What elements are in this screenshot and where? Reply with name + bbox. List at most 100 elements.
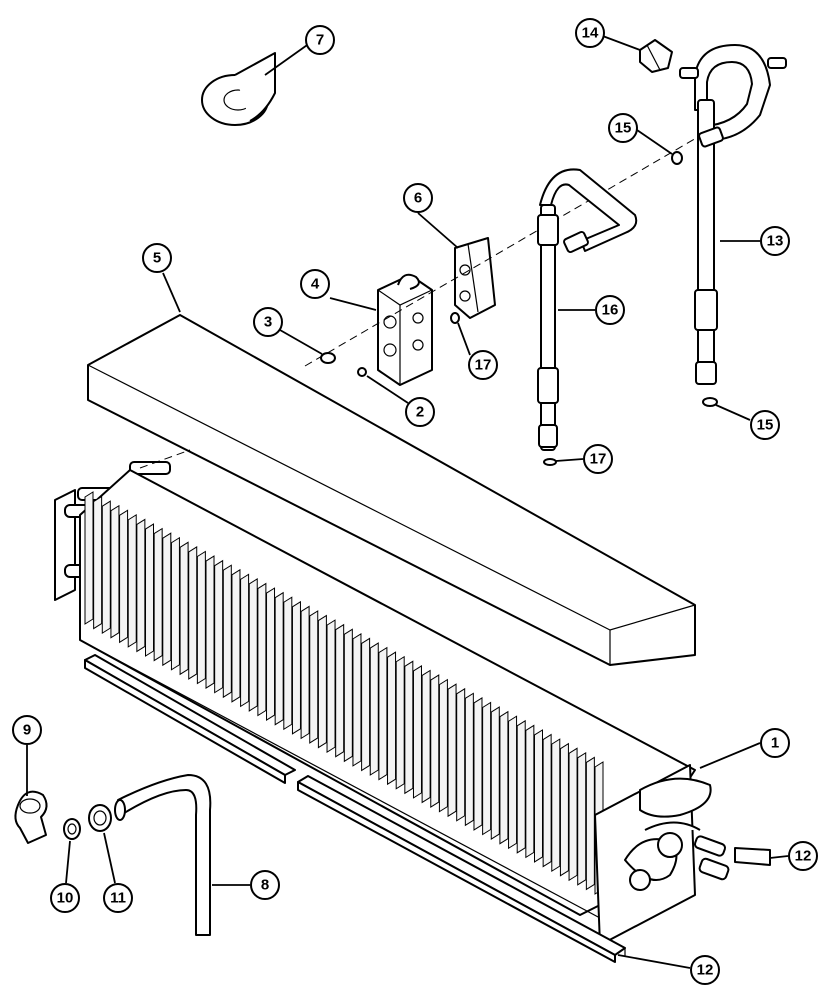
svg-text:13: 13 bbox=[767, 233, 784, 250]
coil-fin bbox=[585, 756, 595, 891]
svg-text:15: 15 bbox=[757, 417, 774, 434]
svg-text:11: 11 bbox=[110, 890, 126, 907]
coil-fin bbox=[490, 706, 500, 840]
leader-lines bbox=[26, 34, 789, 969]
callout-9: 9 bbox=[12, 715, 42, 745]
svg-text:12: 12 bbox=[795, 848, 812, 865]
coil-fin bbox=[93, 495, 103, 630]
callout-13: 13 bbox=[760, 226, 790, 256]
part-17-o-ring-lower bbox=[543, 458, 557, 466]
coil-fin bbox=[343, 628, 353, 763]
part-8-drain-hose bbox=[114, 774, 212, 936]
coil-fin bbox=[179, 541, 189, 676]
svg-text:4: 4 bbox=[311, 276, 320, 293]
coil-fin bbox=[84, 491, 94, 625]
callout-10: 10 bbox=[50, 883, 80, 913]
coil-fin bbox=[119, 509, 129, 644]
part-16-hose bbox=[537, 168, 638, 451]
callout-17-lower: 17 bbox=[583, 444, 613, 474]
coil-fin bbox=[248, 578, 258, 712]
coil-fin bbox=[387, 651, 397, 786]
callout-16: 16 bbox=[595, 295, 625, 325]
coil-fin bbox=[101, 500, 111, 635]
coil-fin bbox=[421, 669, 431, 804]
coil-fin bbox=[361, 637, 371, 772]
callout-4: 4 bbox=[300, 269, 330, 299]
svg-text:6: 6 bbox=[414, 190, 422, 207]
coil-fin bbox=[326, 619, 336, 754]
callout-8: 8 bbox=[250, 870, 280, 900]
part-11-nut bbox=[88, 804, 112, 832]
coil-fin bbox=[369, 642, 379, 776]
part-4-expansion-valve bbox=[377, 273, 433, 386]
callout-15-upper: 15 bbox=[608, 113, 638, 143]
coil-fin bbox=[404, 660, 414, 795]
coil-fin bbox=[240, 573, 250, 708]
callout-12-right: 12 bbox=[788, 841, 818, 871]
coil-fin bbox=[352, 632, 362, 767]
coil-fin bbox=[317, 614, 327, 749]
callout-3: 3 bbox=[253, 307, 283, 337]
coil-fin bbox=[110, 504, 120, 639]
part-12-angle-strip-left bbox=[84, 654, 296, 784]
coil-fin bbox=[335, 623, 345, 758]
callout-7: 7 bbox=[305, 25, 335, 55]
coil-fin bbox=[456, 687, 466, 822]
coil-fin bbox=[127, 513, 137, 648]
part-13-hose bbox=[679, 44, 787, 385]
coil-fins bbox=[84, 491, 604, 895]
coil-fin bbox=[447, 683, 457, 818]
callout-5: 5 bbox=[142, 243, 172, 273]
callout-1: 1 bbox=[760, 728, 790, 758]
part-14-fitting-cap bbox=[639, 39, 673, 73]
coil-fin bbox=[300, 605, 310, 740]
callout-14: 14 bbox=[575, 18, 605, 48]
part-7-tape-roll bbox=[201, 52, 276, 126]
coil-fin bbox=[508, 715, 518, 850]
coil-fin bbox=[274, 591, 284, 726]
coil-fin bbox=[577, 751, 587, 886]
coil-fin bbox=[283, 596, 293, 731]
coil-fin bbox=[266, 587, 276, 722]
callout-12-bottom: 12 bbox=[690, 955, 720, 985]
coil-fin bbox=[205, 555, 215, 689]
coil-fin bbox=[170, 536, 180, 671]
coil-fin bbox=[499, 710, 509, 845]
svg-text:7: 7 bbox=[316, 32, 324, 49]
coil-fin bbox=[257, 582, 267, 717]
svg-text:17: 17 bbox=[475, 357, 492, 374]
callout-17-upper: 17 bbox=[468, 350, 498, 380]
coil-fin bbox=[542, 733, 552, 868]
callout-6: 6 bbox=[403, 183, 433, 213]
callout-2: 2 bbox=[405, 397, 435, 427]
svg-text:3: 3 bbox=[264, 314, 272, 331]
coil-fin bbox=[516, 719, 526, 854]
coil-fin bbox=[145, 523, 155, 657]
callout-11: 11 bbox=[103, 883, 133, 913]
part-1-evaporator-coil bbox=[54, 449, 730, 946]
coil-fin bbox=[136, 518, 146, 653]
coil-fin bbox=[464, 692, 474, 827]
coil-fin bbox=[188, 546, 198, 680]
part-12-angle-strip-right bbox=[734, 847, 771, 866]
part-15-o-ring-upper bbox=[671, 151, 683, 165]
svg-text:16: 16 bbox=[602, 302, 619, 319]
callout-15-lower: 15 bbox=[750, 410, 780, 440]
coil-fin bbox=[222, 564, 232, 699]
part-9-drain-elbow bbox=[14, 790, 48, 844]
coil-fin bbox=[482, 701, 492, 836]
svg-text:10: 10 bbox=[57, 890, 74, 907]
coil-fin bbox=[551, 738, 561, 873]
coil-fin bbox=[196, 550, 206, 685]
part-3-washer bbox=[320, 352, 336, 364]
part-5-foam-block bbox=[87, 314, 696, 666]
coil-fin bbox=[153, 527, 163, 662]
part-12-angle-strip-bottom bbox=[297, 775, 626, 963]
part-6-bracket bbox=[454, 237, 496, 319]
coil-fin bbox=[533, 729, 543, 863]
coil-fin bbox=[430, 674, 440, 808]
part-17-o-ring-upper bbox=[450, 312, 460, 324]
svg-text:9: 9 bbox=[23, 722, 31, 739]
coil-fin bbox=[291, 600, 301, 735]
